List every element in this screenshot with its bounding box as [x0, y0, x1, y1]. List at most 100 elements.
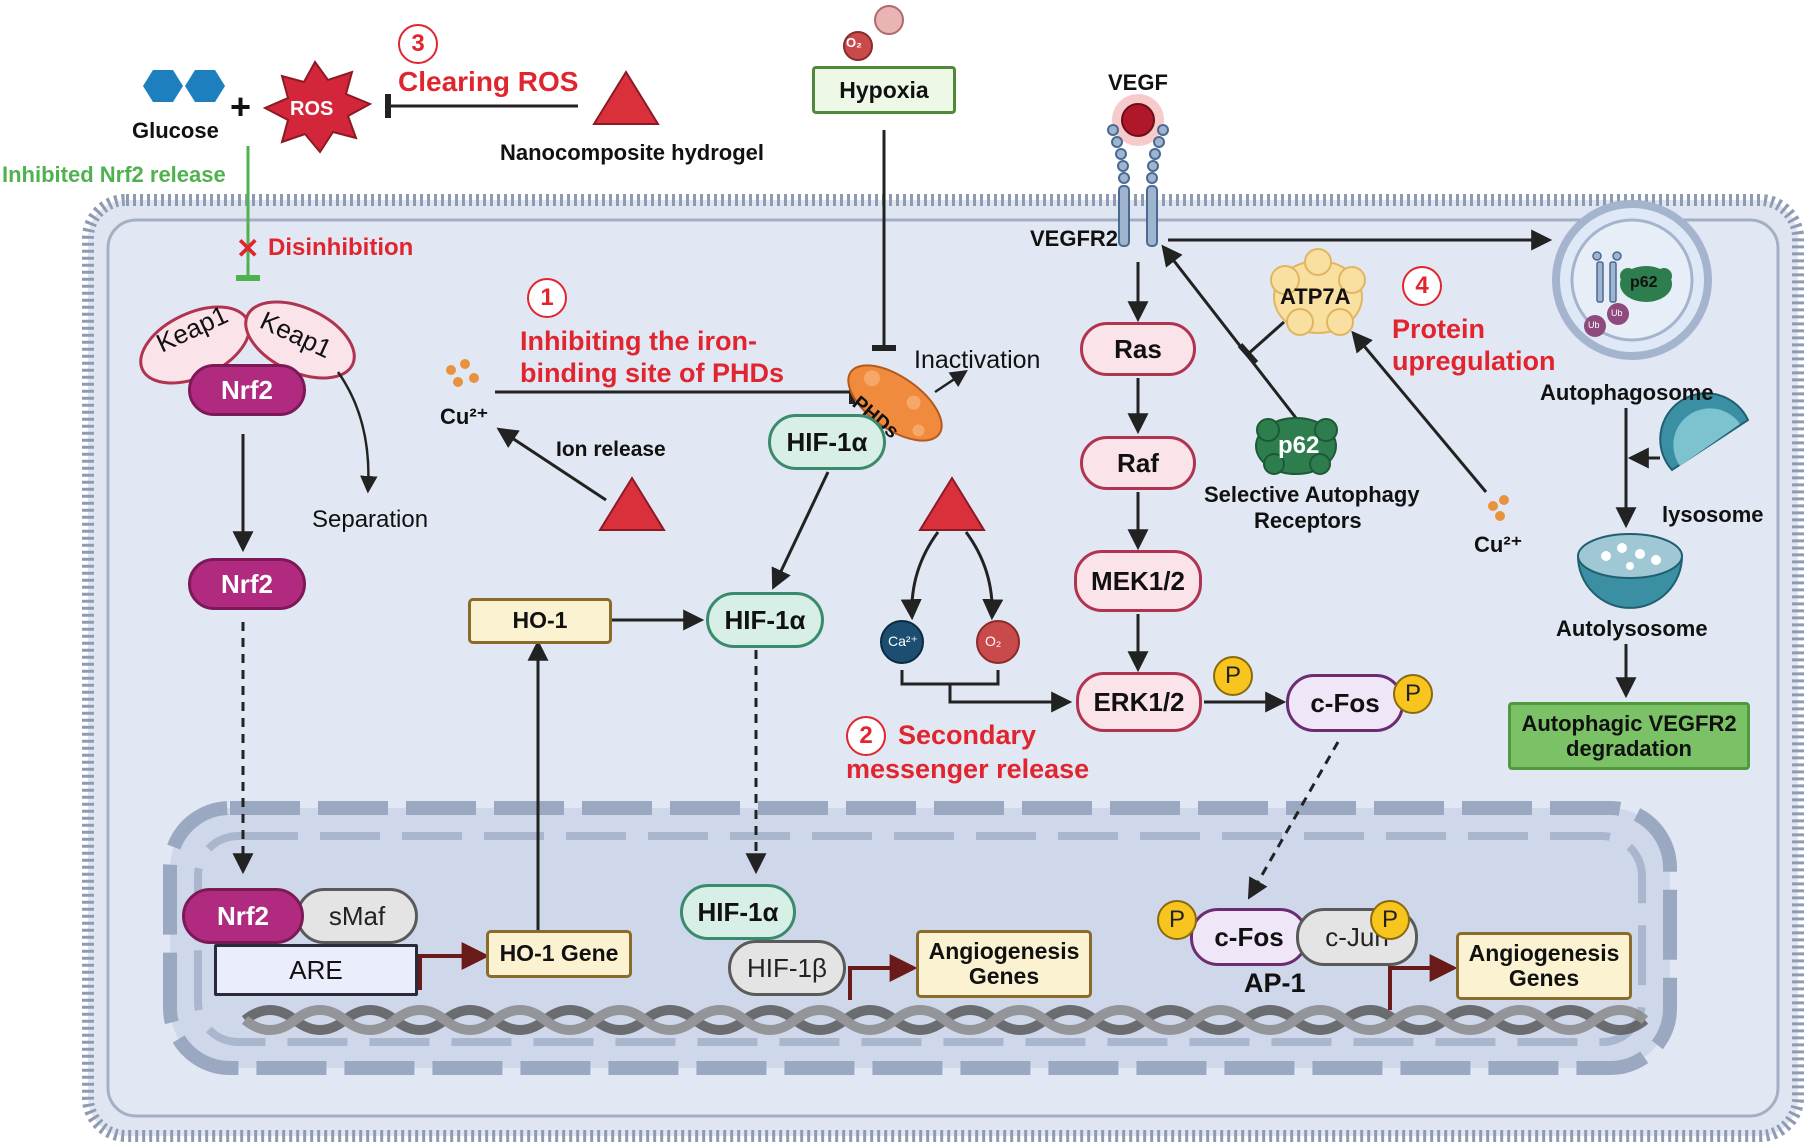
ub-label-2: Ub	[1611, 308, 1623, 318]
clearing-ros-label: Clearing ROS	[398, 66, 579, 97]
bracket-to-erk-arrow	[948, 684, 1073, 713]
angiogenesis-genes-box-1: Angiogenesis Genes	[916, 930, 1092, 998]
hif1a-top: HIF-1α	[768, 414, 886, 470]
nanocomposite-hydrogel-label: Nanocomposite hydrogel	[500, 140, 765, 165]
step-3-badge: 3	[398, 24, 438, 64]
triangle-to-ca-arrow	[900, 531, 940, 621]
ho1-gene-box: HO-1 Gene	[486, 930, 632, 978]
ros-label: ROS	[290, 98, 334, 120]
autolysosome-particles	[1601, 543, 1661, 570]
p62-blob	[1255, 417, 1338, 475]
nrf2-nucleus: Nrf2	[182, 888, 304, 944]
selective-autophagy-line1: Selective Autophagy	[1204, 482, 1420, 507]
secondary-line2: messenger release	[846, 754, 1090, 784]
ho1-box: HO-1	[468, 598, 612, 644]
protein-upregulation-line1: Protein	[1392, 314, 1486, 344]
ion-release-arrow	[496, 427, 607, 502]
glucose-hexagon-1	[143, 70, 183, 102]
phds-blob	[847, 364, 943, 442]
are-transcription-arrow	[418, 942, 490, 990]
nuclear-envelope-inner	[194, 832, 1646, 1046]
nuclear-envelope-outer	[163, 801, 1677, 1075]
ion-release-label: Ion release	[556, 438, 666, 461]
p62-to-vegfr2-arrow	[1161, 244, 1298, 419]
autophagosome-label: Autophagosome	[1540, 380, 1714, 405]
p-badge-cfos: P	[1393, 674, 1433, 714]
raf-node: Raf	[1080, 436, 1196, 490]
vegf-label: VEGF	[1108, 70, 1168, 95]
inhibiting-iron-line2: binding site of PHDs	[520, 358, 785, 388]
hydrogel-triangle-top	[592, 70, 660, 125]
atp7a-blob	[1270, 248, 1366, 336]
mek-node: MEK1/2	[1074, 550, 1202, 612]
vegfr2-label: VEGFR2	[1030, 226, 1119, 251]
cfos-dashed-arrow	[1247, 741, 1340, 900]
angiogenesis-genes-box-2: Angiogenesis Genes	[1456, 932, 1632, 1000]
inhibiting-iron-line1: Inhibiting the iron-	[520, 326, 757, 356]
step-1-badge: 1	[527, 278, 567, 318]
selective-autophagy-line2: Receptors	[1254, 508, 1362, 533]
cu-ions-left	[446, 359, 479, 387]
autolysosome-label: Autolysosome	[1556, 616, 1708, 641]
ap1-label: AP-1	[1244, 968, 1306, 998]
nrf2-released: Nrf2	[188, 558, 306, 610]
plus-sign: +	[230, 86, 252, 127]
step-4-badge: 4	[1402, 266, 1442, 306]
erk-node: ERK1/2	[1076, 672, 1202, 732]
protein-upregulation-line2: upregulation	[1392, 346, 1556, 376]
disinhibition-label: Disinhibition	[268, 234, 414, 261]
autophagic-vegfr2-degradation-box: Autophagic VEGFR2 degradation	[1508, 702, 1750, 770]
autophagosome-p62-label: p62	[1630, 274, 1658, 291]
cfos-nucleus: c-Fos	[1190, 908, 1308, 966]
o2-bubble-2	[843, 31, 873, 61]
vegfr2-receptor	[1107, 124, 1169, 247]
lysosome-inner	[1673, 408, 1740, 466]
vegf-ligand	[1121, 103, 1155, 137]
cu-ions-right	[1488, 495, 1509, 521]
hypoxia-box: Hypoxia	[812, 66, 956, 114]
o2-ion-label: O₂	[985, 633, 1002, 649]
p-badge-cjun: P	[1370, 900, 1410, 940]
p-badge-cfos-nucleus: P	[1157, 900, 1197, 940]
inhibited-nrf2-release-label: Inhibited Nrf2 release	[2, 162, 226, 187]
ub-label-1: Ub	[1588, 320, 1600, 330]
ub-2	[1607, 303, 1629, 325]
autophagosome-p62	[1620, 266, 1672, 302]
hif-transcription-arrow	[848, 954, 918, 1000]
hif-top-to-mid-arrow	[771, 471, 830, 590]
cu-to-atp7a-arrow	[1351, 330, 1488, 493]
o2-ion	[976, 620, 1020, 664]
hif1b-node: HIF-1β	[728, 940, 846, 996]
o2-bubble-1	[874, 5, 904, 35]
secondary-line1: Secondary	[898, 720, 1037, 750]
lysosome-label: lysosome	[1662, 502, 1764, 527]
atp7a-label: ATP7A	[1280, 284, 1351, 309]
autolysosome-rim	[1577, 533, 1683, 579]
hydrogel-triangle-mid	[598, 476, 666, 531]
hif1a-nucleus: HIF-1α	[680, 884, 796, 940]
dna-helix	[241, 1005, 1649, 1035]
ap1-transcription-arrow	[1388, 954, 1458, 1010]
inactivation-label: Inactivation	[914, 346, 1041, 374]
separation-label: Separation	[312, 506, 429, 533]
p-badge-erk: P	[1213, 656, 1253, 696]
ras-node: Ras	[1080, 322, 1196, 376]
ros-burst	[262, 60, 373, 154]
p62-label: p62	[1278, 432, 1320, 459]
cu-left-label: Cu²⁺	[440, 404, 489, 429]
glucose-label: Glucose	[132, 118, 219, 143]
o2-bubble-label: O₂	[846, 35, 862, 50]
ub-1	[1584, 315, 1606, 337]
glucose-hexagon-2	[185, 70, 225, 102]
ca-ion	[880, 620, 924, 664]
nrf2-cytoplasm: Nrf2	[188, 364, 306, 416]
separation-arrow	[336, 371, 378, 494]
hif1a-mid: HIF-1α	[706, 592, 824, 648]
cu-right-label: Cu²⁺	[1474, 532, 1523, 557]
are-box: ARE	[214, 944, 418, 996]
smaf-node: sMaf	[296, 888, 418, 944]
step-2-badge: 2	[846, 716, 886, 756]
autophagosome-receptor	[1592, 251, 1622, 303]
triangle-to-o2-arrow	[964, 531, 1004, 621]
